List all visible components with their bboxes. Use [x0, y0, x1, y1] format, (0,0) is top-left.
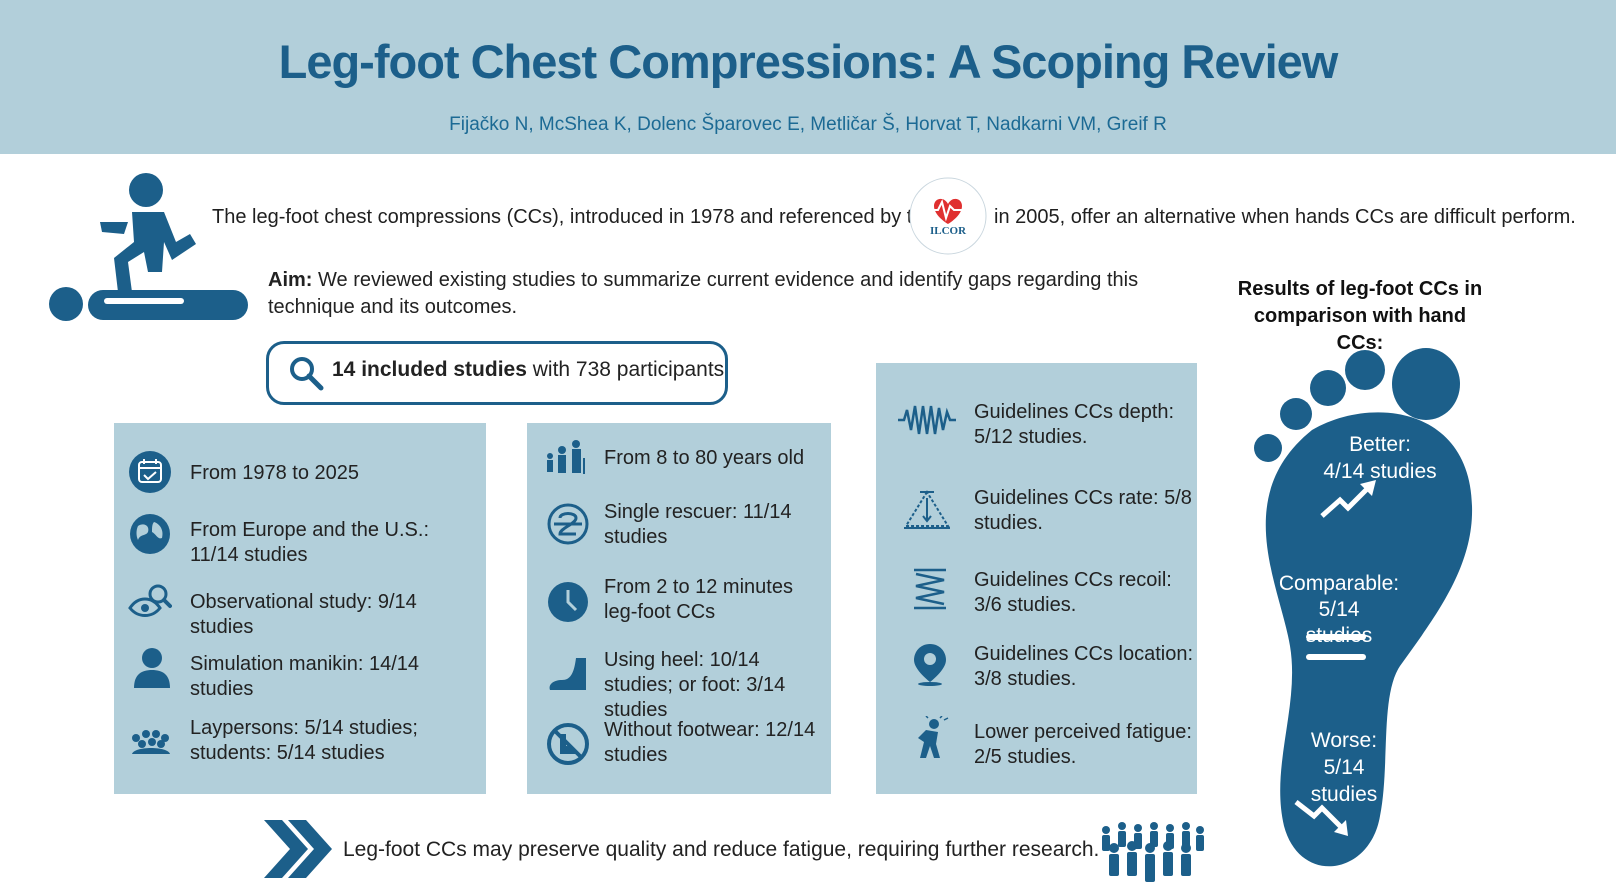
result-comparable-value: 5/14 [1318, 598, 1360, 621]
family-icon [547, 440, 585, 474]
spring-icon [914, 568, 946, 610]
search-icon [290, 357, 324, 391]
foot-icon [1254, 348, 1473, 867]
aim-label: Aim: [268, 269, 313, 291]
panel2-item-duration: From 2 to 12 minutes leg-foot CCs [604, 576, 793, 623]
included-studies-box [266, 341, 728, 405]
leg-foot-cpr-icon [49, 173, 248, 321]
participants-count: with 738 participants [532, 358, 725, 381]
result-better-value: 4/14 studies [1323, 460, 1437, 483]
panel2-item-rescuer: Single rescuer: 11/14 studies [604, 501, 792, 548]
panel3-item-recoil: Guidelines CCs recoil: 3/6 studies. [974, 569, 1172, 616]
panel1-item-region: From Europe and the U.S.: 11/14 studies [190, 519, 430, 566]
included-studies-text: 14 included studies with 738 participant… [332, 358, 724, 382]
page-title: Leg-foot Chest Compressions: A Scoping R… [278, 35, 1339, 88]
panel2-item-footwear: Without footwear: 12/14 studies [604, 719, 816, 766]
panel3-item-location: Guidelines CCs location: 3/8 studies. [974, 643, 1193, 690]
double-chevron-icon [264, 820, 332, 878]
panel1-item-years: From 1978 to 2025 [190, 462, 359, 484]
panel1-item-manikin: Simulation manikin: 14/14 studies [190, 653, 420, 700]
location-pin-icon [914, 644, 946, 686]
panel2-item-heel: Using heel: 10/14 studies; or foot: 3/14… [604, 649, 786, 721]
person-icon [134, 648, 170, 688]
observation-icon [128, 584, 172, 617]
single-rescuer-icon [547, 503, 589, 545]
ilcor-logo-text: ILCOR [930, 225, 967, 237]
heel-icon [549, 658, 586, 690]
header-banner [0, 0, 1616, 154]
results-title: Results of leg-foot CCs in comparison wi… [1237, 278, 1483, 354]
panel3-item-rate: Guidelines CCs rate: 5/8 studies. [974, 487, 1192, 534]
panel3-item-depth: Guidelines CCs depth: 5/12 studies. [974, 401, 1175, 448]
authors-line: Fijačko N, McShea K, Dolenc Šparovec E, … [449, 114, 1167, 135]
aim-paragraph: Aim: We reviewed existing studies to sum… [268, 267, 1188, 321]
ilcor-logo-icon: ILCOR [909, 177, 987, 255]
included-studies-count: 14 included studies [332, 358, 527, 381]
panel2-item-age: From 8 to 80 years old [604, 447, 805, 469]
intro-text-part2: in 2005, offer an alternative when hands… [994, 206, 1576, 228]
fatigue-icon [918, 716, 949, 758]
result-worse-label: Worse: [1310, 729, 1378, 752]
calendar-icon [129, 451, 171, 493]
group-icon [132, 730, 170, 754]
clock-icon [548, 582, 588, 622]
wave-icon [898, 405, 956, 435]
crowd-icon [1102, 822, 1204, 882]
globe-icon [130, 514, 170, 554]
aim-text: We reviewed existing studies to summariz… [268, 269, 1139, 318]
result-worse-unit: studies [1310, 783, 1378, 806]
study-characteristics-panel [114, 423, 486, 794]
result-comparable-label: Comparable: [1278, 572, 1400, 595]
result-worse-value: 5/14 [1323, 756, 1365, 779]
result-comparable-unit: studies [1305, 624, 1373, 647]
rate-icon [904, 490, 950, 529]
no-footwear-icon [547, 723, 589, 765]
conclusion-text: Leg-foot CCs may preserve quality and re… [343, 838, 1100, 861]
result-better-label: Better: [1349, 433, 1411, 456]
panel3-item-fatigue: Lower perceived fatigue: 2/5 studies. [974, 721, 1192, 768]
intro-text-part1: The leg-foot chest compressions (CCs), i… [212, 206, 935, 228]
panel1-item-participants: Laypersons: 5/14 studies; students: 5/14… [190, 717, 418, 764]
panel1-item-design: Observational study: 9/14 studies [190, 591, 417, 638]
